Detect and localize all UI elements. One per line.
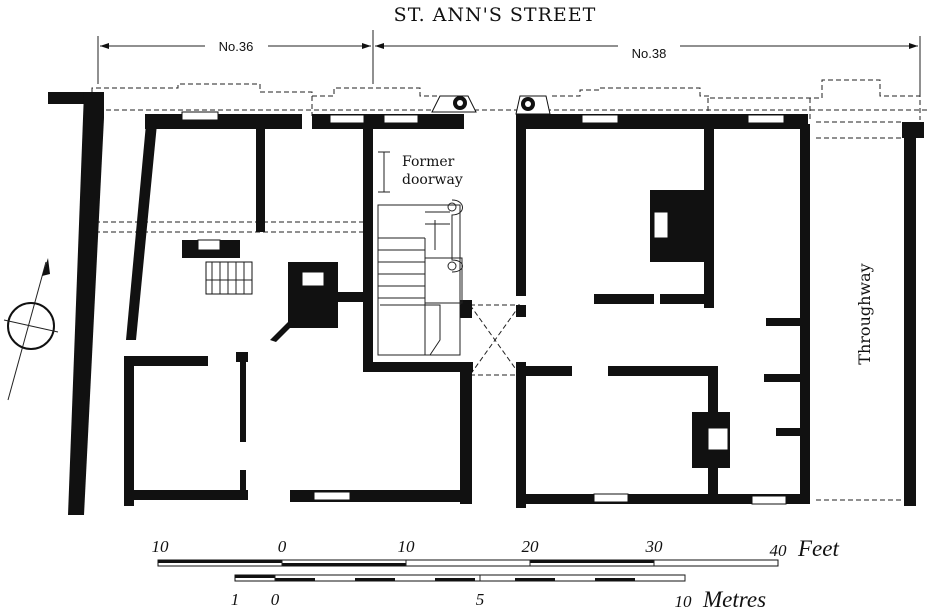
street-name-label: ST. ANN'S STREET [394, 4, 597, 26]
overhang-outline [90, 79, 930, 501]
frontage-dimension-lines [97, 30, 921, 96]
feet-tick-label: 10 [152, 537, 170, 556]
former-doorway-label-line1: Former [402, 154, 455, 170]
feet-tick-label: 20 [522, 537, 540, 556]
no36-walls [124, 124, 473, 506]
metres-tick-label: 0 [271, 590, 280, 609]
metres-unit-label: Metres [702, 587, 766, 611]
feet-tick-label: 10 [398, 537, 416, 556]
right-boundary-wall [904, 138, 916, 506]
left-party-wall [68, 92, 104, 515]
feet-tick-label: 40 [770, 541, 788, 560]
north-arrow-icon [3, 258, 59, 401]
throughway-label: Throughway [855, 263, 874, 364]
central-staircase [377, 151, 526, 356]
house-no38-label: No.38 [632, 46, 667, 61]
no38-walls [516, 124, 810, 508]
front-wall [48, 92, 924, 138]
coal-hole-covers [431, 95, 551, 115]
metres-tick-label: 5 [476, 590, 485, 609]
metres-tick-label: 1 [231, 590, 240, 609]
scale-bar-feet [157, 559, 779, 567]
feet-unit-label: Feet [797, 536, 839, 561]
feet-tick-label: 0 [278, 537, 287, 556]
former-doorway-label-line2: doorway [402, 172, 463, 188]
scale-bar-metres [234, 574, 686, 582]
metres-tick-label: 10 [675, 592, 693, 611]
feet-tick-label: 30 [645, 537, 664, 556]
house-no36-label: No.36 [219, 39, 254, 54]
